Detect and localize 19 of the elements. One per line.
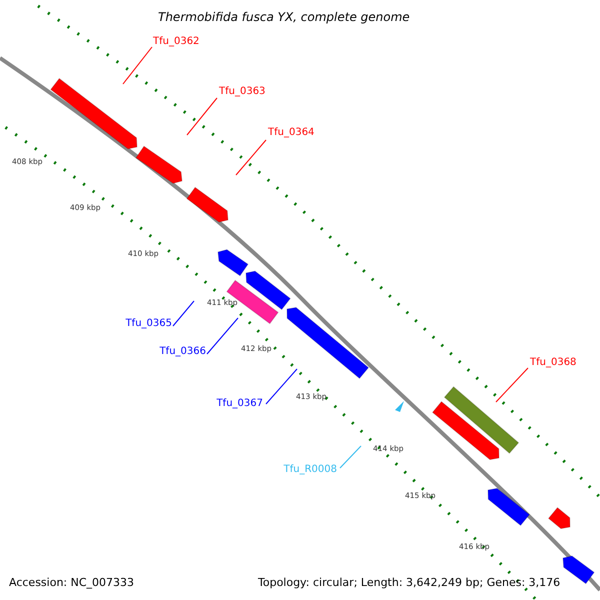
leader-line bbox=[122, 46, 152, 84]
gene-label: Tfu_0364 bbox=[268, 127, 314, 139]
gene-label: Tfu_R0008 bbox=[284, 464, 337, 476]
leader-line bbox=[266, 368, 298, 404]
gene-label: Tfu_0362 bbox=[153, 36, 200, 48]
gene-label: Tfu_0363 bbox=[219, 86, 266, 98]
leader-line bbox=[172, 300, 194, 326]
gene-label: Tfu_0367 bbox=[216, 398, 263, 410]
gene-label: Tfu_0365 bbox=[126, 318, 172, 330]
gene-label: Tfu_0366 bbox=[160, 346, 206, 358]
info-text: Topology: circular; Length: 3,642,249 bp; Genes: 3,176 bbox=[258, 576, 560, 589]
genome-title: Thermobifida fusca YX, complete genome bbox=[158, 10, 410, 24]
gene-label: Tfu_0368 bbox=[530, 357, 576, 369]
info-text: Accession: NC_007333 bbox=[9, 576, 134, 589]
leader-line bbox=[496, 368, 528, 402]
leader-line bbox=[236, 140, 266, 176]
leader-line bbox=[206, 318, 238, 354]
leader-line bbox=[340, 446, 362, 468]
leader-line bbox=[186, 98, 218, 136]
